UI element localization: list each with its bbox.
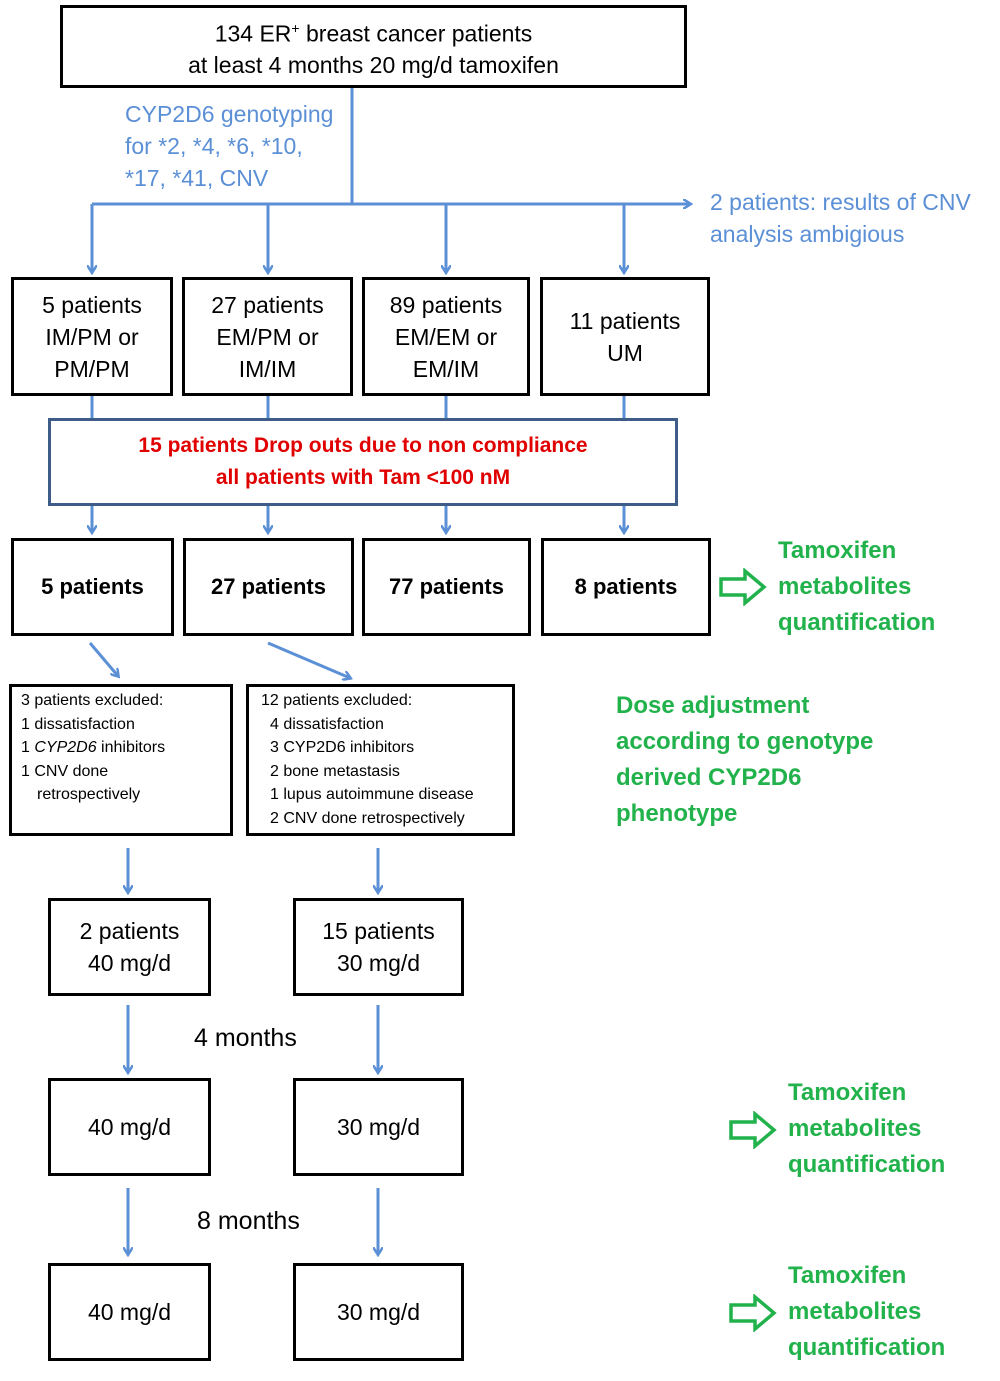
- er-positive-sup: +: [291, 19, 300, 36]
- cyp2d6-italic: CYP2D6: [34, 739, 97, 756]
- dose-group-30: 15 patients 30 mg/d: [293, 898, 464, 996]
- dropout-box: 15 patients Drop outs due to non complia…: [48, 418, 678, 506]
- dose-8m-30: 30 mg/d: [293, 1263, 464, 1361]
- excluded-box-left: 3 patients excluded: 1 dissatisfaction 1…: [9, 684, 233, 836]
- group-box-em-pm: 27 patients EM/PM or IM/IM: [182, 277, 353, 396]
- quantification-label-1: Tamoxifen metabolites quantification: [778, 537, 936, 636]
- remaining-box-2: 27 patients: [183, 538, 354, 636]
- dose-4m-40: 40 mg/d: [48, 1078, 211, 1176]
- start-line-1-rest: breast cancer patients: [299, 20, 533, 47]
- time-label-4-months: 4 months: [194, 1024, 297, 1052]
- remaining-box-4: 8 patients: [541, 538, 711, 636]
- start-line-2: at least 4 months 20 mg/d tamoxifen: [188, 52, 559, 79]
- time-label-8-months: 8 months: [197, 1207, 300, 1235]
- dose-adjustment-label: Dose adjustment according to genotype de…: [616, 692, 874, 827]
- green-arrow-icon: [719, 568, 767, 606]
- group-box-um: 11 patients UM: [540, 277, 710, 396]
- dose-4m-30: 30 mg/d: [293, 1078, 464, 1176]
- genotyping-label: CYP2D6 genotyping for *2, *4, *6, *10, *…: [125, 101, 334, 191]
- remaining-box-3: 77 patients: [362, 538, 531, 636]
- excluded-box-right: 12 patients excluded: 4 dissatisfaction …: [246, 684, 515, 836]
- remaining-box-1: 5 patients: [11, 538, 174, 636]
- dose-8m-40: 40 mg/d: [48, 1263, 211, 1361]
- dose-group-40: 2 patients 40 mg/d: [48, 898, 211, 996]
- green-arrow-icon: [729, 1111, 777, 1149]
- green-arrow-icon: [729, 1294, 777, 1332]
- group-box-im-pm: 5 patients IM/PM or PM/PM: [11, 277, 173, 396]
- group-box-em-em: 89 patients EM/EM or EM/IM: [362, 277, 530, 396]
- quantification-label-3: Tamoxifen metabolites quantification: [788, 1262, 946, 1361]
- quantification-label-2: Tamoxifen metabolites quantification: [788, 1079, 946, 1178]
- start-box: 134 ER+ breast cancer patients at least …: [60, 5, 687, 88]
- ambiguous-cnv-label: 2 patients: results of CNV analysis ambi…: [710, 189, 971, 247]
- start-line-1: 134 ER: [214, 20, 292, 47]
